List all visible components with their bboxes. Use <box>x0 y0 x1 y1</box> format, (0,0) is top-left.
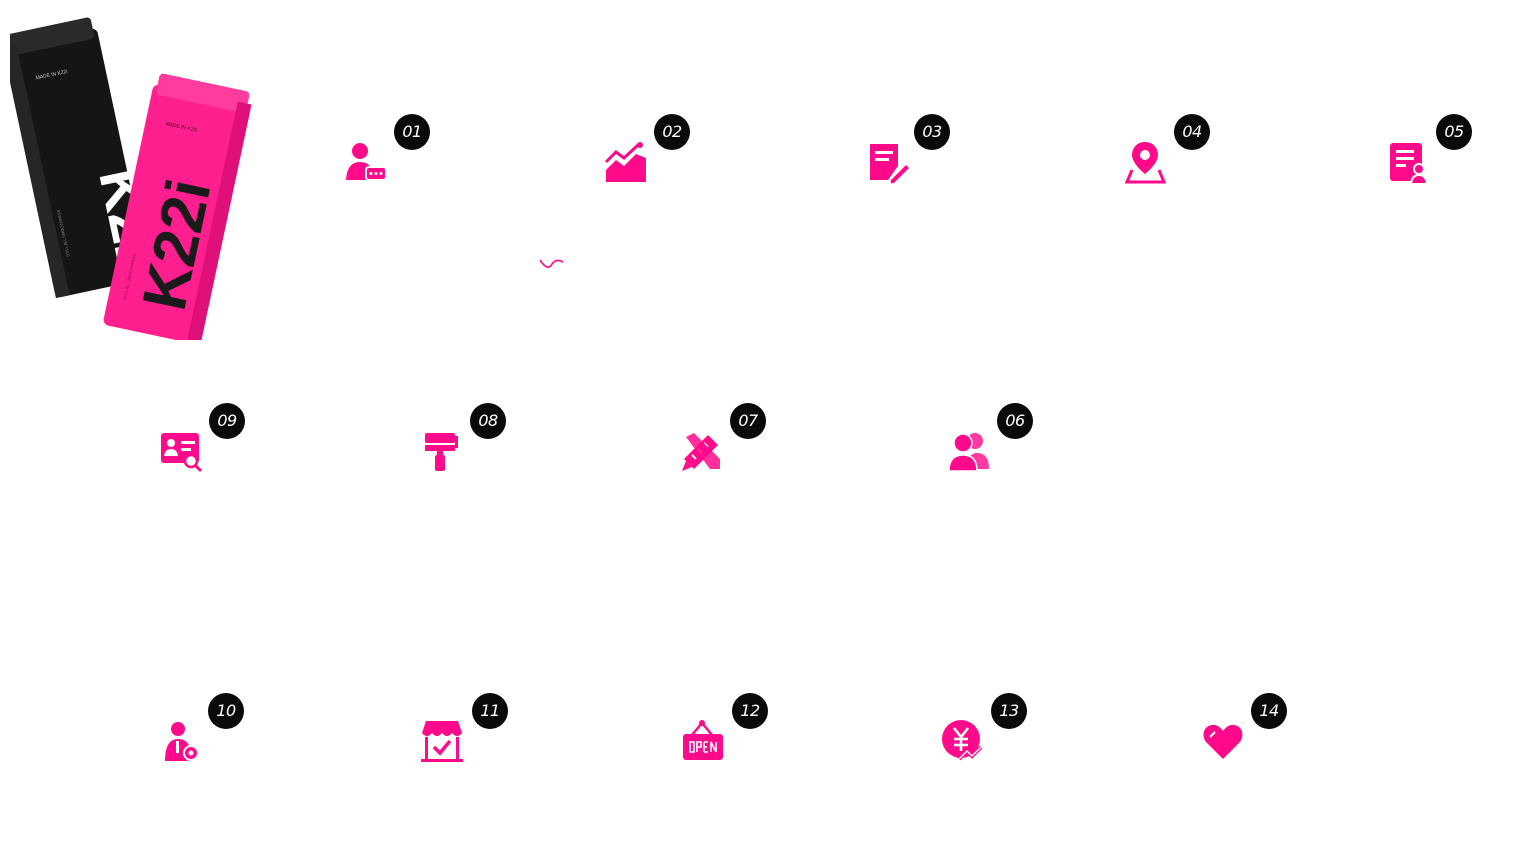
trend-chart-icon <box>604 140 648 184</box>
step-number-badge: 01 <box>394 114 430 150</box>
map-location-icon <box>1124 140 1168 184</box>
step-number-badge: 12 <box>732 693 768 729</box>
step-03: 03 <box>866 114 976 194</box>
step-number-badge: 04 <box>1174 114 1210 150</box>
product-cans-graphic: K22i MADE IN K22i STILL ALL SMOOTHNESS K… <box>10 17 252 340</box>
swoosh-icon <box>536 256 566 272</box>
step-06: 06 <box>947 403 1057 483</box>
design-tools-icon <box>680 429 724 473</box>
step-number-badge: 02 <box>654 114 690 150</box>
step-number-badge: 08 <box>470 403 506 439</box>
step-08: 08 <box>420 403 530 483</box>
step-09: 09 <box>159 403 269 483</box>
step-10: 10 <box>160 693 270 773</box>
document-edit-icon <box>866 140 910 184</box>
consultant-chat-icon <box>344 140 388 184</box>
user-settings-icon <box>160 719 204 763</box>
pink-can: K22i MADE IN K22i STILL ALL SMOOTHNESS <box>103 73 252 340</box>
step-01: 01 <box>344 114 454 194</box>
step-12: 12 <box>682 693 792 773</box>
step-number-badge: 09 <box>209 403 245 439</box>
step-number-badge: 13 <box>991 693 1027 729</box>
step-number-badge: 03 <box>914 114 950 150</box>
step-number-badge: 14 <box>1251 693 1287 729</box>
step-number-badge: 05 <box>1436 114 1472 150</box>
store-check-icon <box>420 719 464 763</box>
step-13: 13 <box>941 693 1051 773</box>
id-card-search-icon <box>159 429 203 473</box>
yuan-growth-icon <box>941 719 985 763</box>
step-05: 05 <box>1387 114 1497 194</box>
open-sign-icon <box>682 719 726 763</box>
step-14: 14 <box>1201 693 1311 773</box>
product-image: K22i MADE IN K22i STILL ALL SMOOTHNESS K… <box>10 10 260 340</box>
step-number-badge: 06 <box>997 403 1033 439</box>
step-number-badge: 10 <box>208 693 244 729</box>
step-07: 07 <box>680 403 790 483</box>
step-number-badge: 11 <box>472 693 508 729</box>
paint-roller-icon <box>420 429 464 473</box>
users-group-icon <box>947 429 991 473</box>
step-04: 04 <box>1124 114 1234 194</box>
step-11: 11 <box>420 693 530 773</box>
heart-icon <box>1201 719 1245 763</box>
document-person-icon <box>1387 140 1431 184</box>
step-number-badge: 07 <box>730 403 766 439</box>
step-02: 02 <box>604 114 714 194</box>
